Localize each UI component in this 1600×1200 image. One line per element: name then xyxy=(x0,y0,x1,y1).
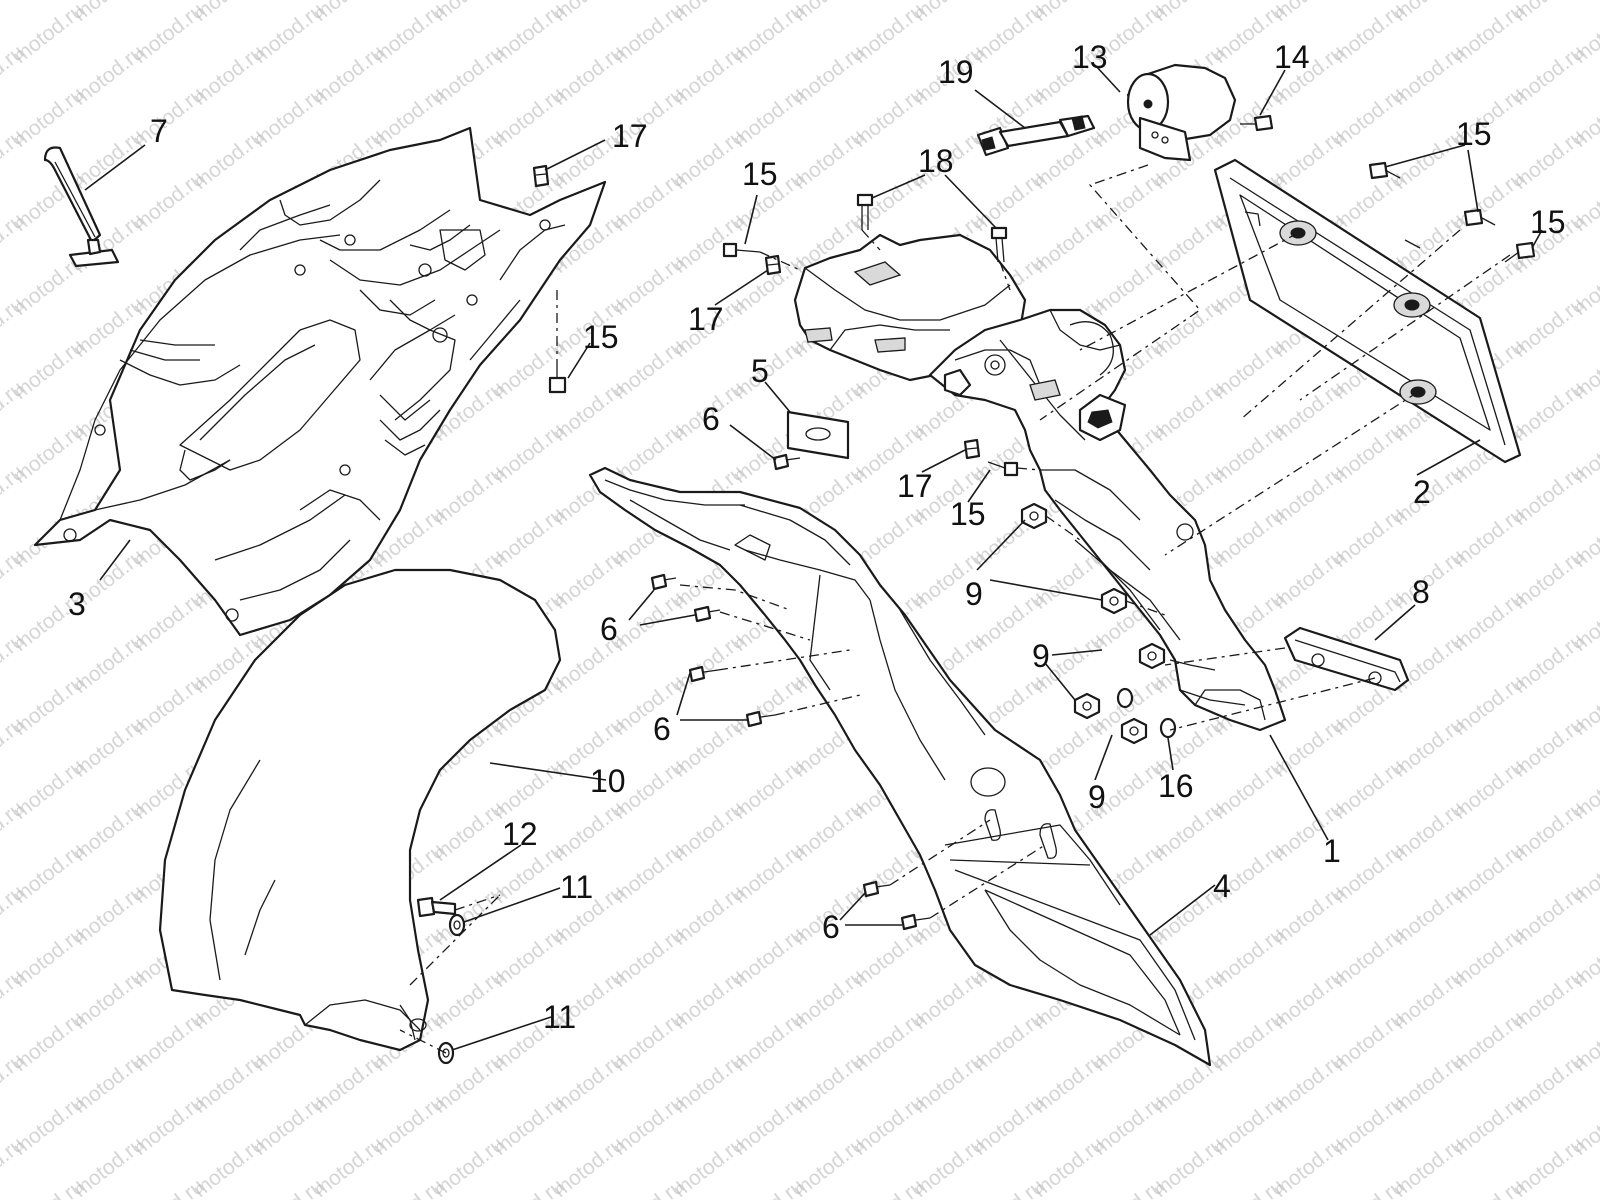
callout-15b: 15 xyxy=(742,156,778,192)
part-2-license-plate-frame xyxy=(1213,158,1522,464)
callout-7: 7 xyxy=(150,113,168,149)
callout-15e: 15 xyxy=(1530,204,1566,240)
callout-4: 4 xyxy=(1213,868,1231,904)
screw-15f xyxy=(1504,241,1536,263)
callout-labels: 1 2 3 4 5 6 6 6 6 7 8 9 9 9 10 11 11 12 … xyxy=(68,39,1566,1035)
part-12-bolt xyxy=(416,896,457,918)
part-1-license-plate-bracket xyxy=(928,308,1287,732)
screw-15e xyxy=(1463,208,1496,227)
part-4-license-plate-holder-body xyxy=(588,466,1212,1067)
callout-8: 8 xyxy=(1412,574,1430,610)
callout-19: 19 xyxy=(938,54,974,90)
screw-6b xyxy=(650,573,677,591)
callout-15c: 15 xyxy=(950,496,986,532)
callout-14: 14 xyxy=(1274,39,1310,75)
part-17-clips xyxy=(532,164,981,460)
part-19-bulb-holder xyxy=(976,114,1096,157)
part-7-strap xyxy=(43,146,120,268)
screw-6c xyxy=(693,605,721,623)
part-15-screws xyxy=(548,161,1536,477)
callout-6c: 6 xyxy=(653,711,671,747)
callout-3: 3 xyxy=(68,586,86,622)
callout-9c: 9 xyxy=(1088,779,1106,815)
callout-9a: 9 xyxy=(965,576,983,612)
callout-11b: 11 xyxy=(543,999,576,1035)
callout-16: 16 xyxy=(1158,768,1194,804)
part-16-washers xyxy=(1116,687,1177,739)
screw-15c xyxy=(987,461,1019,477)
callout-9b: 9 xyxy=(1032,638,1050,674)
part-13-light-housing xyxy=(1126,63,1237,162)
callout-13: 13 xyxy=(1072,39,1108,75)
screw-15a xyxy=(548,360,567,394)
callout-6b: 6 xyxy=(600,611,618,647)
callout-6d: 6 xyxy=(822,909,840,945)
callout-15d: 15 xyxy=(1456,116,1492,152)
callout-10: 10 xyxy=(590,763,626,799)
screw-15d xyxy=(1368,161,1401,180)
part-3-rear-undertray xyxy=(33,126,607,637)
screw-6e xyxy=(745,710,776,728)
callout-18: 18 xyxy=(918,143,954,179)
leader-lines xyxy=(84,64,1543,1051)
callout-1: 1 xyxy=(1323,833,1341,869)
screw-6a xyxy=(772,453,801,471)
assembly-lines xyxy=(399,164,1511,1054)
callout-11a: 11 xyxy=(560,869,593,905)
part-14-screw xyxy=(1240,114,1274,132)
part-8-reflector xyxy=(1283,626,1410,692)
screw-6d xyxy=(688,665,719,683)
part-5-small-plate xyxy=(786,410,850,460)
part-11-washer-upper xyxy=(448,913,466,937)
screw-6g xyxy=(900,913,931,931)
callout-17b: 17 xyxy=(688,301,724,337)
screw-15b xyxy=(722,242,761,258)
callout-5: 5 xyxy=(751,353,769,389)
part-18-screws xyxy=(856,193,1008,263)
part-10-rear-mudguard xyxy=(158,568,562,1052)
part-6-screws xyxy=(650,453,931,931)
part-9-nuts xyxy=(1020,502,1166,745)
callout-17a: 17 xyxy=(612,118,648,154)
callout-17c: 17 xyxy=(897,468,933,504)
callout-12: 12 xyxy=(502,816,538,852)
callout-2: 2 xyxy=(1413,474,1431,510)
callout-15a: 15 xyxy=(583,319,619,355)
callout-6a: 6 xyxy=(702,401,720,437)
